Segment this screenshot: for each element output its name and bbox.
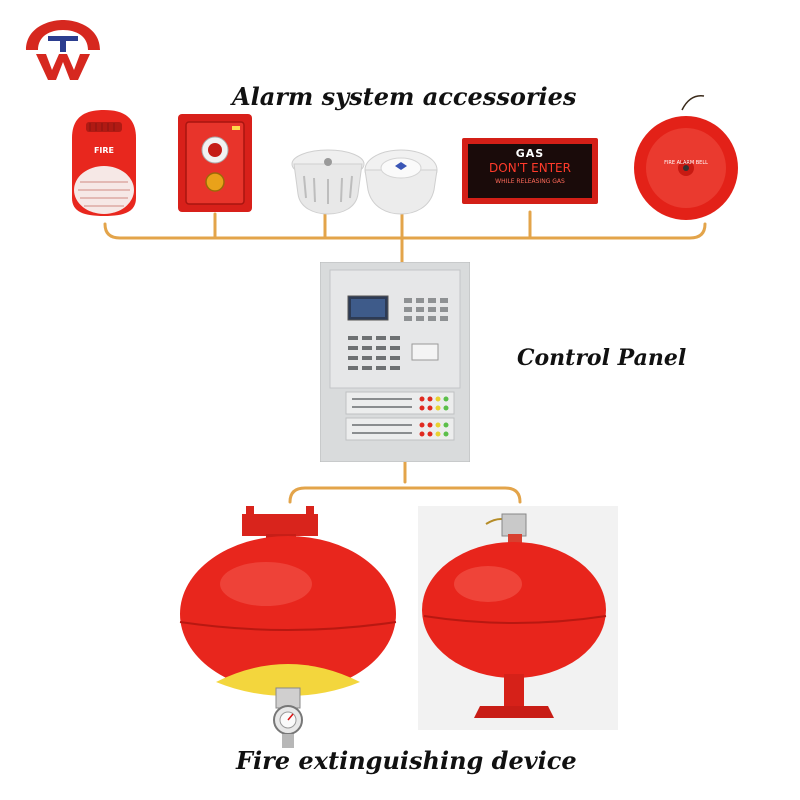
fire-alarm-bell: FIRE ALARM BELL — [630, 90, 742, 220]
accessories-heading: Alarm system accessories — [232, 82, 577, 111]
smoke-detector-1 — [288, 146, 368, 218]
control-panel-heading: Control Panel — [517, 345, 687, 371]
control-panel-cabinet — [320, 262, 470, 462]
bell-label: FIRE ALARM BELL — [664, 160, 708, 166]
fire-strobe-device: FIRE — [66, 108, 142, 218]
gas-release-sign: GAS DON'T ENTER WHILE RELEASING GAS — [462, 138, 598, 204]
gas-sign-line3: WHILE RELEASING GAS — [495, 178, 565, 185]
strobe-label: FIRE — [93, 146, 115, 155]
smoke-detector-2 — [362, 146, 440, 218]
hanging-fire-extinguisher — [176, 506, 402, 750]
extinguisher-heading: Fire extinguishing device — [236, 746, 577, 775]
manual-call-point — [176, 112, 254, 214]
gas-sign-line1: GAS — [515, 147, 545, 160]
company-logo-icon — [18, 14, 108, 86]
gas-sign-line2: DON'T ENTER — [489, 161, 571, 175]
standing-fire-extinguisher — [418, 506, 618, 730]
